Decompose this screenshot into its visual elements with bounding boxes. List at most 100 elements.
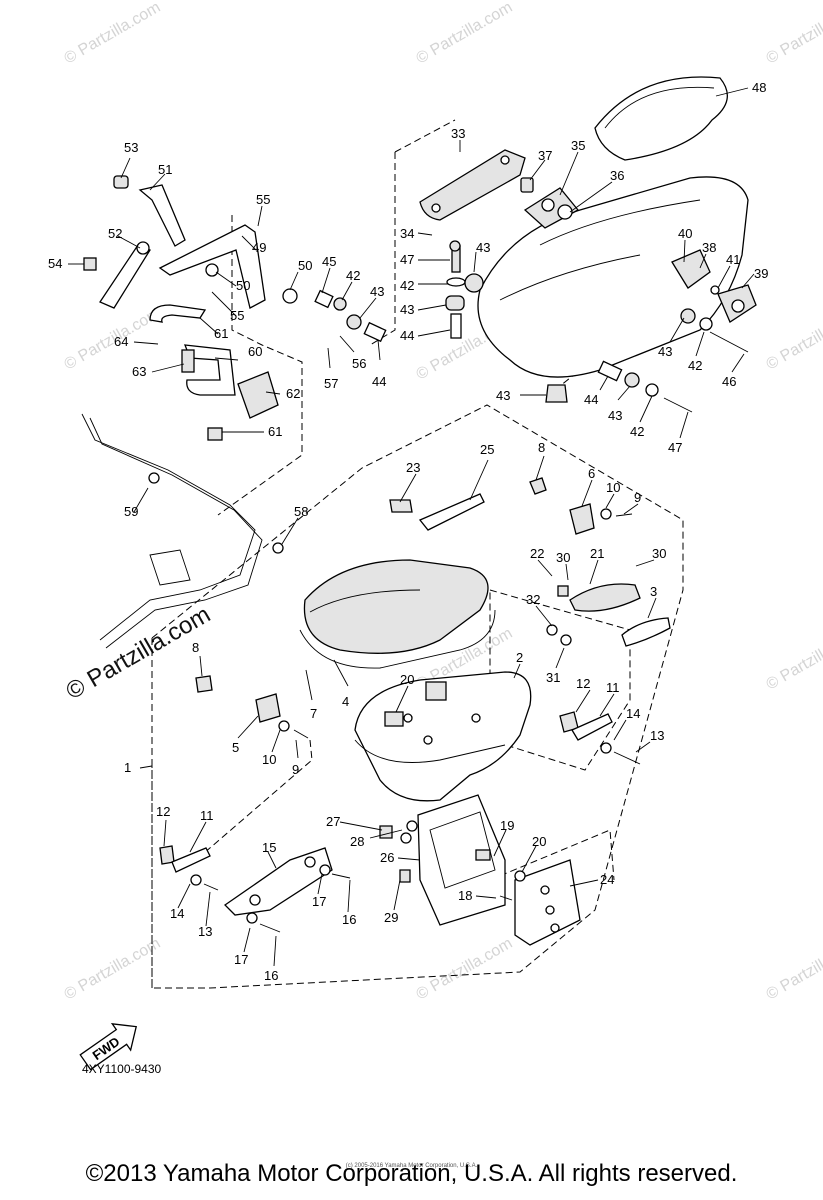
callout: 43 bbox=[658, 344, 672, 359]
callout: 8 bbox=[538, 440, 545, 455]
watermark: © Partzilla.com bbox=[764, 305, 823, 374]
callout: 18 bbox=[458, 888, 472, 903]
callout: 5 bbox=[232, 740, 239, 755]
diagram-code: 4XY1100-9430 bbox=[82, 1062, 162, 1076]
callout: 30 bbox=[652, 546, 666, 561]
callout: 9 bbox=[634, 490, 641, 505]
callout: 43 bbox=[370, 284, 384, 299]
callout: 31 bbox=[546, 670, 560, 685]
callout: 39 bbox=[754, 266, 768, 281]
copyright-notice: ©2013 Yamaha Motor Corporation, U.S.A. A… bbox=[85, 1160, 738, 1187]
callout: 10 bbox=[606, 480, 620, 495]
callout: 1 bbox=[124, 760, 131, 775]
callout: 40 bbox=[678, 226, 692, 241]
callout: 61 bbox=[268, 424, 282, 439]
callout: 24 bbox=[600, 872, 614, 887]
callout: 61 bbox=[214, 326, 228, 341]
callout: 58 bbox=[294, 504, 308, 519]
callout: 45 bbox=[322, 254, 336, 269]
callout: 21 bbox=[590, 546, 604, 561]
callout: 59 bbox=[124, 504, 138, 519]
callout: 28 bbox=[350, 834, 364, 849]
callout: 30 bbox=[556, 550, 570, 565]
callout: 55 bbox=[230, 308, 244, 323]
callout: 20 bbox=[532, 834, 546, 849]
callout: 60 bbox=[248, 344, 262, 359]
callout: 12 bbox=[576, 676, 590, 691]
callout: 23 bbox=[406, 460, 420, 475]
callout: 13 bbox=[198, 924, 212, 939]
callout: 34 bbox=[400, 226, 414, 241]
bracket-33 bbox=[419, 149, 526, 221]
back-plate bbox=[379, 794, 581, 946]
callout: 54 bbox=[48, 256, 62, 271]
copyright-small: (c) 2005-2016 Yamaha Motor Corporation, … bbox=[345, 1163, 478, 1169]
callout: 36 bbox=[610, 168, 624, 183]
callout: 44 bbox=[372, 374, 386, 389]
saddlebag-pad bbox=[594, 76, 728, 161]
callout: 41 bbox=[726, 252, 740, 267]
callout: 17 bbox=[234, 952, 248, 967]
callout: 64 bbox=[114, 334, 128, 349]
callout: 14 bbox=[626, 706, 640, 721]
callout: 37 bbox=[538, 148, 552, 163]
callout: 47 bbox=[668, 440, 682, 455]
callout: 14 bbox=[170, 906, 184, 921]
callout: 8 bbox=[192, 640, 199, 655]
callout: 25 bbox=[480, 442, 494, 457]
left-hardware bbox=[83, 175, 387, 441]
leader-lines bbox=[68, 87, 755, 967]
watermark: © Partzilla.com bbox=[764, 625, 823, 694]
callout: 26 bbox=[380, 850, 394, 865]
callout: 27 bbox=[326, 814, 340, 829]
callout: 42 bbox=[630, 424, 644, 439]
callout: 22 bbox=[530, 546, 544, 561]
callout: 57 bbox=[324, 376, 338, 391]
callout: 2 bbox=[516, 650, 523, 665]
callout: 63 bbox=[132, 364, 146, 379]
watermark: © Partzilla.com bbox=[62, 0, 164, 67]
callout: 35 bbox=[571, 138, 585, 153]
watermark: © Partzilla.com bbox=[764, 935, 823, 1004]
callout: 42 bbox=[400, 278, 414, 293]
callout: 48 bbox=[752, 80, 766, 95]
callout: 44 bbox=[400, 328, 414, 343]
callout: 29 bbox=[384, 910, 398, 925]
callouts: 53 51 52 54 55 49 50 55 50 45 42 43 56 4… bbox=[48, 80, 768, 983]
callout: 50 bbox=[236, 278, 250, 293]
latch-hardware bbox=[159, 477, 671, 891]
callout: 16 bbox=[342, 912, 356, 927]
callout: 43 bbox=[608, 408, 622, 423]
callout: 15 bbox=[262, 840, 276, 855]
callout: 38 bbox=[702, 240, 716, 255]
callout: 17 bbox=[312, 894, 326, 909]
callout: 55 bbox=[256, 192, 270, 207]
callout: 50 bbox=[298, 258, 312, 273]
watermark: © Partzilla.com bbox=[764, 0, 823, 67]
callout: 51 bbox=[158, 162, 172, 177]
callout: 6 bbox=[588, 466, 595, 481]
callout: 42 bbox=[346, 268, 360, 283]
callout: 53 bbox=[124, 140, 138, 155]
callout: 19 bbox=[500, 818, 514, 833]
callout: 43 bbox=[496, 388, 510, 403]
watermark: © Partzilla.com bbox=[62, 935, 164, 1004]
callout: 7 bbox=[310, 706, 317, 721]
callout: 12 bbox=[156, 804, 170, 819]
watermark: © Partzilla.com bbox=[414, 0, 516, 67]
callout: 10 bbox=[262, 752, 276, 767]
callout: 20 bbox=[400, 672, 414, 687]
callout: 52 bbox=[108, 226, 122, 241]
upper-hardware bbox=[445, 177, 757, 413]
watermark: © Partzilla.com bbox=[62, 305, 164, 374]
watermark: © Partzilla.com bbox=[414, 935, 516, 1004]
frame-outline bbox=[81, 413, 284, 649]
callout: 43 bbox=[476, 240, 490, 255]
saddlebag-upper-shell bbox=[477, 176, 749, 378]
callout: 33 bbox=[451, 126, 465, 141]
callout: 56 bbox=[352, 356, 366, 371]
callout: 3 bbox=[650, 584, 657, 599]
callout: 11 bbox=[606, 680, 620, 695]
callout: 32 bbox=[526, 592, 540, 607]
